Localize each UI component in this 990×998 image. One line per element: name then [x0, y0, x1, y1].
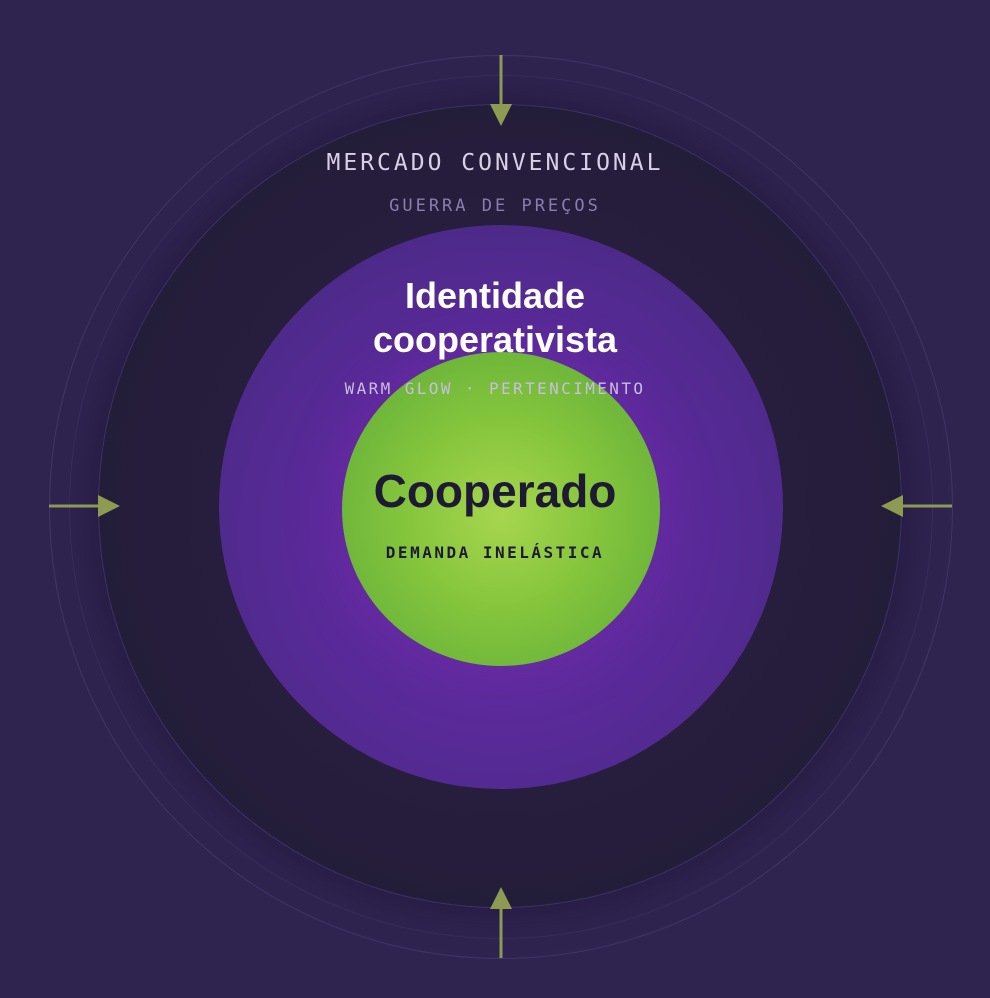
middle-layer-title-line1: Identidade [404, 275, 586, 316]
outer-layer-title: MERCADO CONVENCIONAL [326, 150, 664, 176]
inner-core-cooperado [342, 352, 660, 666]
arrow-bottom-icon [490, 887, 512, 958]
middle-layer-title: Identidade cooperativista [0, 274, 990, 362]
core-title: Cooperado [373, 465, 617, 517]
arrow-left-icon [49, 495, 120, 517]
middle-layer-title-line2: cooperativista [372, 319, 618, 360]
arrow-right-icon [881, 495, 952, 517]
middle-layer-subtitle: WARM GLOW · PERTENCIMENTO [344, 379, 646, 398]
arrow-top-icon [490, 55, 512, 126]
core-subtitle: DEMANDA INELÁSTICA [385, 543, 605, 562]
outer-layer-subtitle: GUERRA DE PREÇOS [389, 196, 601, 216]
